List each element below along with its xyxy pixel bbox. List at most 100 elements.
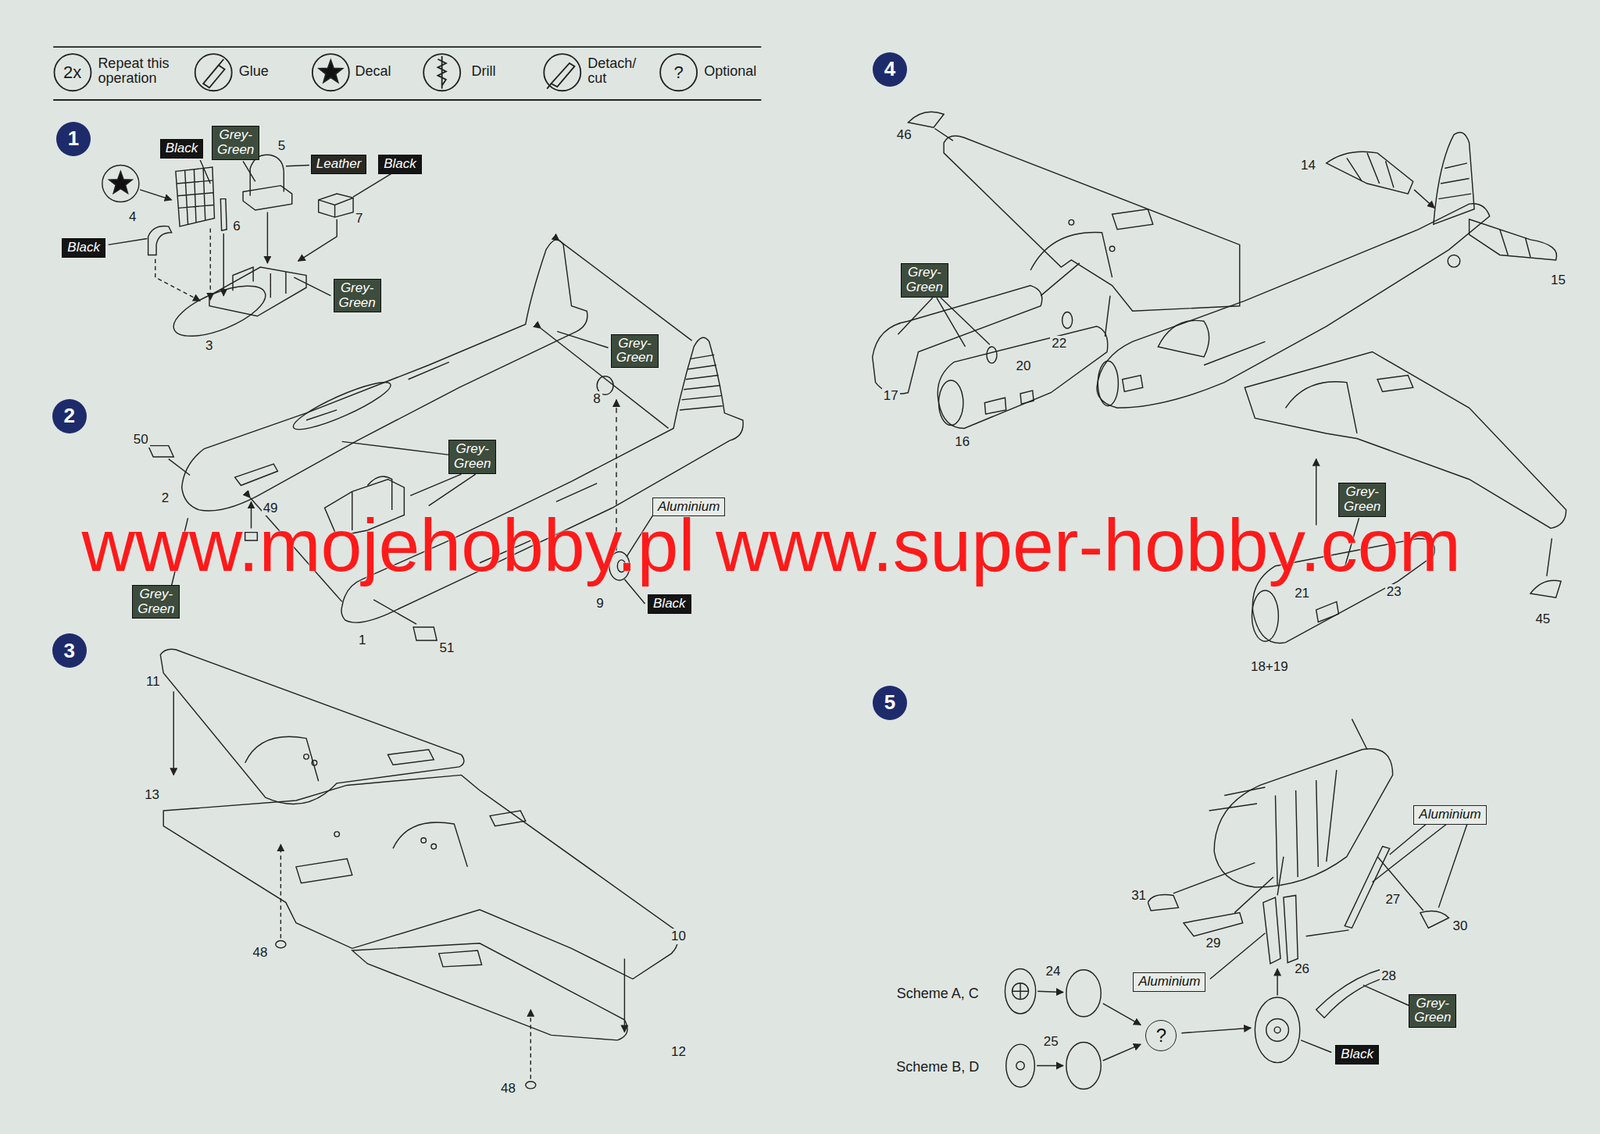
step-number: 1: [56, 121, 91, 157]
callout-number: 25: [1042, 1034, 1061, 1050]
node-text: 1: [67, 126, 79, 151]
node-text: 5: [884, 690, 896, 715]
airframe-assembly: [984, 390, 1034, 415]
undercarriage-parts: [1036, 1065, 1064, 1067]
legend-text: Drill: [471, 64, 496, 80]
paint-callout: Black: [1335, 1045, 1379, 1065]
airframe-assembly: [1433, 132, 1475, 225]
legend-bar: [203, 59, 225, 89]
node-text: Black: [383, 157, 417, 172]
cockpit-parts: [223, 233, 225, 297]
cockpit-parts: [108, 171, 133, 193]
node-text: Grey-Green: [616, 336, 654, 366]
legend-bar: [195, 53, 233, 91]
paint-callout: Aluminium: [1413, 805, 1486, 825]
legend-bar: [543, 53, 581, 91]
airframe-assembly: [986, 346, 997, 364]
step-number: 2: [52, 399, 87, 434]
airframe-assembly: [1316, 601, 1340, 622]
legend-bar: [660, 53, 697, 91]
wing-parts: [311, 760, 318, 766]
callout-number: 5: [276, 138, 287, 154]
option-circle: ?: [1145, 1020, 1177, 1052]
cockpit-parts: [210, 228, 211, 300]
airframe-assembly: [1040, 263, 1111, 337]
callout-number: 10: [669, 928, 688, 945]
fuselage-halves: [148, 446, 191, 476]
legend-bar: [318, 60, 343, 83]
node-text: Grey-Green: [339, 281, 376, 311]
wing-parts: [160, 649, 465, 804]
airframe-assembly: [872, 285, 1043, 395]
node-text: ?: [1156, 1025, 1167, 1047]
wing-parts: [296, 810, 526, 884]
cockpit-parts: [102, 165, 140, 203]
callout-number: 3: [203, 338, 215, 354]
step-number: 4: [872, 52, 908, 87]
paint-callout: Black: [61, 238, 106, 258]
callout-number: 6: [231, 218, 242, 235]
callout-number: 45: [1533, 611, 1552, 628]
callout-number: 22: [1050, 335, 1068, 352]
callout-number: 7: [353, 210, 365, 227]
undercarriage-parts: [1209, 719, 1368, 886]
wing-parts: [421, 838, 427, 844]
airframe-assembly: [1414, 189, 1435, 209]
undercarriage-parts: [1012, 983, 1029, 1000]
airframe-assembly: [1251, 590, 1279, 642]
legend-text: Glue: [239, 64, 269, 80]
node-text: 4: [884, 57, 896, 82]
paint-callout: Grey-Green: [610, 334, 659, 368]
legend-text: Optional: [703, 64, 757, 80]
legend-text: Decal: [355, 64, 392, 80]
airframe-assembly: [1096, 203, 1490, 408]
callout-number: 27: [1383, 892, 1402, 908]
legend-bar: [312, 53, 350, 91]
airframe-assembly: [943, 135, 1240, 311]
airframe-assembly: [1062, 312, 1073, 329]
callout-number: 16: [953, 434, 972, 450]
wing-parts: [624, 958, 625, 1033]
undercarriage-parts: [1263, 857, 1298, 965]
airframe-assembly: [1530, 538, 1561, 598]
undercarriage-parts: [1012, 983, 1029, 1000]
paint-callout: Grey-Green: [211, 125, 260, 160]
cockpit-parts: [175, 167, 215, 227]
callout-number: 51: [438, 640, 457, 657]
undercarriage-parts: [1210, 824, 1468, 1053]
fuselage-halves: [289, 375, 395, 437]
cockpit-parts: [102, 154, 393, 347]
node-text: Grey-Green: [453, 442, 491, 472]
undercarriage-parts: [1306, 846, 1390, 937]
legend-bar: [53, 53, 91, 91]
legend-bar: [437, 56, 446, 90]
wing-parts: [275, 941, 286, 949]
airframe-assembly: [1097, 360, 1118, 406]
callout-number: 2: [160, 490, 171, 507]
node-text: Leather: [316, 157, 362, 172]
cockpit-parts: [139, 189, 172, 200]
undercarriage-parts: [1004, 719, 1468, 1090]
wing-parts: [280, 844, 282, 939]
callout-number: 1: [357, 632, 368, 649]
airframe-assembly: [937, 326, 1108, 429]
wing-parts: [245, 736, 435, 782]
node-text: Grey-Green: [906, 265, 943, 295]
paint-callout: Grey-Green: [448, 439, 497, 474]
wing-parts: [530, 1010, 532, 1080]
fuselage-halves: [540, 328, 668, 429]
node-text: 2: [64, 403, 75, 429]
legend-bar: [53, 46, 761, 48]
callout-number: 15: [1549, 272, 1568, 289]
callout-number: 8: [591, 391, 602, 408]
legend-bar: [53, 99, 761, 101]
scheme-note: Scheme A, C: [895, 985, 981, 1003]
undercarriage-parts: [1377, 857, 1449, 929]
fuselage-halves: [559, 240, 693, 341]
undercarriage-parts: [1037, 991, 1064, 993]
undercarriage-parts: [1066, 970, 1101, 1018]
icon-text: 2x: [61, 62, 83, 83]
wing-parts: [334, 832, 340, 838]
paint-callout: Grey-Green: [132, 585, 180, 619]
